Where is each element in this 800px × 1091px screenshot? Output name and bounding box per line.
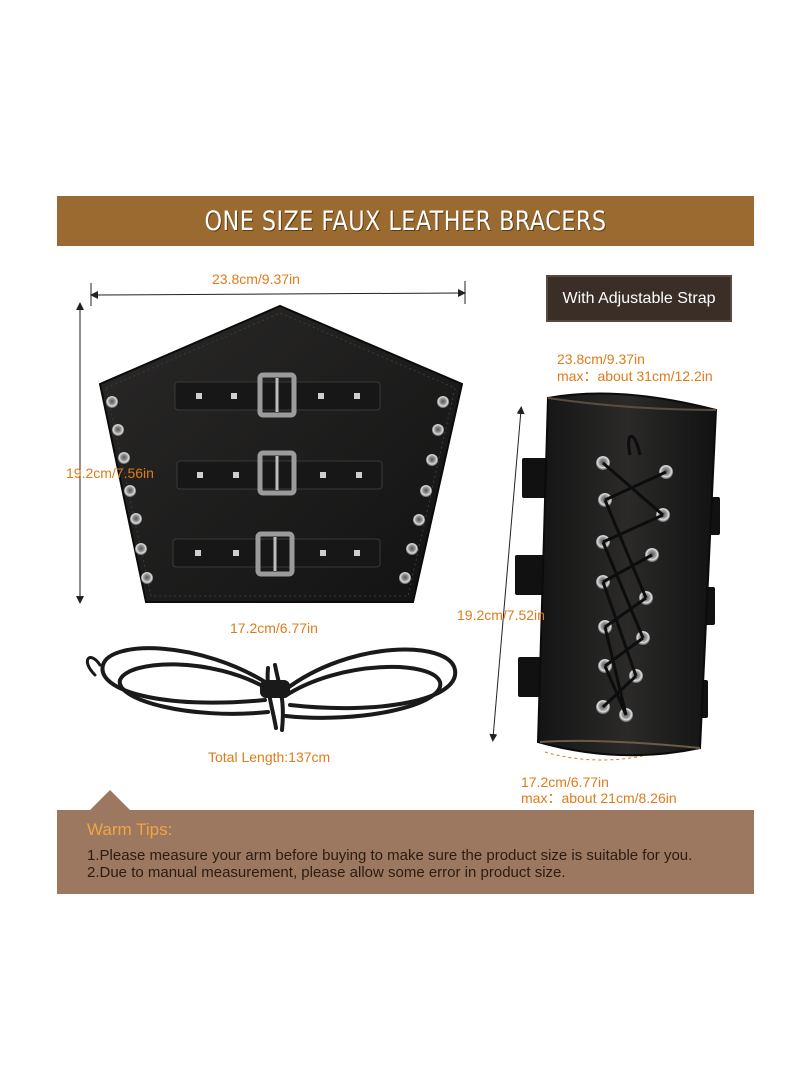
banner-title: ONE SIZE FAUX LEATHER BRACERS <box>204 205 607 237</box>
left-bracer-image <box>98 304 464 603</box>
right-bottom-width-line1: 17.2cm/6.77in <box>521 774 609 790</box>
left-height-label: 19.2cm/7.56in <box>66 465 154 481</box>
adjustable-strap-badge: With Adjustable Strap <box>546 275 732 322</box>
tips-notch <box>88 790 132 812</box>
tips-line-1: 1.Please measure your arm before buying … <box>87 847 693 864</box>
right-top-width-line2: max：about 31cm/12.2in <box>557 368 713 384</box>
left-bottom-width-label: 17.2cm/6.77in <box>230 620 318 636</box>
right-bracer-image <box>515 392 720 757</box>
badge-text: With Adjustable Strap <box>562 289 716 307</box>
right-top-width-line1: 23.8cm/9.37in <box>557 351 645 367</box>
lace-image <box>85 646 458 732</box>
left-top-width-label: 23.8cm/9.37in <box>212 271 300 287</box>
tips-title: Warm Tips: <box>87 820 173 839</box>
tips-line-2: 2.Due to manual measurement, please allo… <box>87 864 566 881</box>
warm-tips-box: Warm Tips: 1.Please measure your arm bef… <box>57 810 754 894</box>
lace-length-label: Total Length:137cm <box>208 749 331 765</box>
title-banner: ONE SIZE FAUX LEATHER BRACERS <box>57 196 754 246</box>
right-bottom-width-line2: max：about 21cm/8.26in <box>521 790 677 806</box>
right-height-label: 19.2cm/7.52in <box>457 607 545 623</box>
